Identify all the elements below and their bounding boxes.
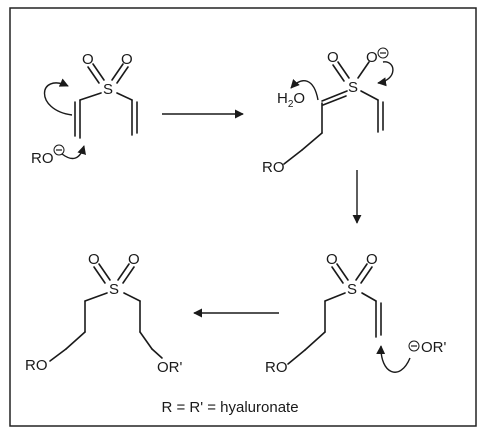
label-water: H2O [277,90,305,110]
structure-intermediate-1: O O S H2O RO [262,47,394,176]
atom-oxygen-2: O [121,51,133,68]
curly-arrow-1a [61,145,86,160]
curly-arrow-1b [44,78,73,116]
atom-oxygen-6: O [366,251,378,268]
caption: R = R' = hyaluronate [161,399,298,416]
atom-sulfur-2: S [348,79,358,96]
label-alkoxide: RO [31,150,54,167]
atom-oxygen-3: O [327,49,339,66]
structure-mono-adduct: O O S RO OR' [265,251,447,376]
label-ether-4-right: OR' [157,359,183,376]
label-ether-2: RO [262,159,285,176]
structure-bis-adduct: O O S RO OR' [25,251,183,376]
charge-minus-oxygen [377,47,389,59]
atom-oxygen-5: O [326,251,338,268]
curly-arrow-2a [290,78,319,101]
charge-minus-alkoxide [53,144,65,156]
atom-sulfur-4: S [109,281,119,298]
structure-divinyl-sulfone: O O S RO [31,51,138,167]
atom-sulfur-3: S [347,281,357,298]
atom-oxygen-7: O [88,251,100,268]
label-ether-3: RO [265,359,288,376]
atom-oxygen-1: O [82,51,94,68]
curly-arrow-3 [376,345,411,373]
label-ether-4-left: RO [25,357,48,374]
charge-minus-alkoxide-2 [408,340,420,352]
atom-oxygen-4: O [366,49,378,66]
label-alkoxide-prime: OR' [421,339,447,356]
atom-oxygen-8: O [128,251,140,268]
svg-text:H2O: H2O [277,90,305,110]
curly-arrow-2b [377,61,394,87]
atom-sulfur: S [103,81,113,98]
figure-frame [9,7,477,427]
